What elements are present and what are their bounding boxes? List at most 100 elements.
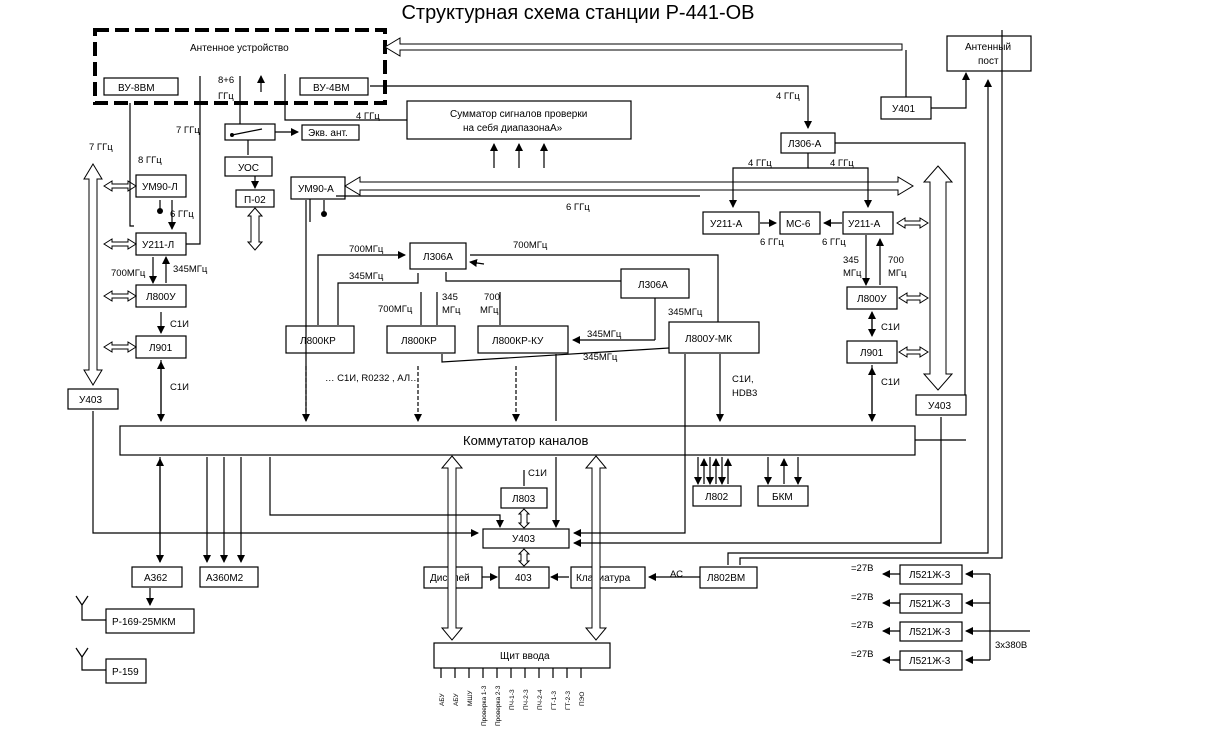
l521-1-label: Л521Ж-3: [909, 570, 951, 581]
pin-label: ПЧ-1-3: [509, 689, 516, 710]
u403-left-block: [67, 388, 119, 410]
pin-label: ГТ-2-3: [565, 691, 572, 710]
u211a-left-block: [702, 211, 760, 235]
bkm-label: БКМ: [772, 492, 793, 503]
label-345-e: 345МГц: [587, 329, 622, 340]
b403-label: 403: [515, 573, 532, 584]
a360m2-label: А360М2: [206, 573, 244, 584]
bus-keyboard-shchit: [584, 455, 608, 641]
l800kr-ku-block: [477, 325, 569, 354]
label-27v-3: =27В: [851, 620, 873, 631]
pin-label: МШУ: [467, 690, 474, 706]
shchit-pin-labels: АБУ АБУ МШУ Проверка 1-3 Проверка 2-3 ПЧ…: [439, 685, 586, 726]
bus-l800u-right: [898, 292, 929, 304]
bus-u211l: [103, 238, 137, 250]
pin-label: ПЧ-2-3: [523, 689, 530, 710]
b403-block: [498, 566, 550, 589]
l521-3-label: Л521Ж-3: [909, 627, 951, 638]
pin-label: ГТ-1-3: [551, 691, 558, 710]
u403-right-label: У403: [928, 401, 951, 412]
label-signal-list: … С1И, R0232 , АЛ…: [325, 373, 420, 384]
r159-block: [105, 658, 147, 684]
ekv-ant-block: [301, 124, 360, 141]
connection-lines: [75, 30, 1030, 678]
label-700-a: 700МГц: [111, 268, 146, 279]
label-mgc-e: МГц: [480, 305, 499, 316]
u403-left-label: У403: [79, 395, 102, 406]
pin-label: Проверка 1-3: [481, 685, 488, 726]
label-mgc-c: МГц: [442, 305, 461, 316]
uos-label: УОС: [238, 163, 259, 174]
antenna-post-block: [946, 35, 1032, 72]
label-c1i-hdb3-1: С1И,: [732, 374, 754, 385]
l306a-right-label: Л306А: [638, 280, 668, 291]
u211a-right-block: [842, 211, 894, 235]
shchit-block: [433, 642, 611, 669]
label-6ghz-b: 6 ГГц: [566, 202, 590, 213]
u403-center-label: У403: [512, 534, 535, 545]
bus-6ghz: [344, 176, 914, 196]
ekv-ant-label: Экв. ант.: [308, 128, 348, 139]
l800u-left-label: Л800У: [146, 292, 176, 303]
bus-l803-u403: [517, 508, 531, 529]
label-3x380: 3х380В: [995, 640, 1027, 651]
label-4ghz-c: 4 ГГц: [748, 158, 772, 169]
bus-left-vertical: [83, 163, 103, 386]
keyboard-label: Клавиатура: [576, 573, 631, 584]
bkm-block: [757, 485, 809, 507]
u403-center-block: [482, 528, 570, 549]
label-c1i-c: С1И: [881, 322, 900, 333]
label-345-f: 345МГц: [583, 352, 618, 363]
l800u-mk-block: [668, 321, 760, 354]
l901-right-block: [846, 340, 898, 364]
mc6-label: МС-6: [786, 219, 811, 230]
bus-l901-left: [103, 341, 137, 353]
label-345-a: 345МГц: [173, 264, 208, 275]
label-f-8-6: 8+6: [218, 75, 234, 86]
l802-label: Л802: [705, 492, 729, 503]
antenna-post-label-2: пост: [978, 56, 999, 67]
label-c1i-d: С1И: [881, 377, 900, 388]
label-345-c: 345: [442, 292, 458, 303]
bus-right-vertical: [922, 165, 954, 391]
u403-right-block: [915, 394, 967, 416]
commutator-label: Коммутатор каналов: [463, 433, 589, 448]
label-345-d: 345МГц: [668, 307, 703, 318]
label-mgc-h: МГц: [888, 268, 907, 279]
summator-label-1: Сумматор сигналов проверки: [450, 109, 587, 120]
label-6ghz-d: 6 ГГц: [822, 237, 846, 248]
r159-label: Р-159: [112, 667, 139, 678]
p02-label: П-02: [244, 195, 266, 206]
label-345-b: 345МГц: [349, 271, 384, 282]
bus-antenna-top: [384, 37, 903, 57]
label-mgc-g: МГц: [843, 268, 862, 279]
l800u-right-block: [846, 286, 898, 310]
bus-l800u-left: [103, 290, 137, 302]
l802vm-label: Л802ВМ: [707, 573, 745, 584]
l901-left-label: Л901: [149, 343, 173, 354]
diagram-title: Структурная схема станции Р-441-ОВ: [401, 2, 755, 24]
label-27v-2: =27В: [851, 592, 873, 603]
label-c1i-b: С1И: [170, 382, 189, 393]
label-8ghz-a: 8 ГГц: [138, 155, 162, 166]
um90l-label: УМ90-Л: [142, 182, 178, 193]
label-4ghz-a: 4 ГГц: [356, 111, 380, 122]
shchit-label: Щит ввода: [500, 651, 550, 662]
label-27v-4: =27В: [851, 649, 873, 660]
bus-u403-403: [517, 548, 531, 567]
bus-p02: [246, 207, 264, 251]
label-c1i-a: С1И: [170, 319, 189, 330]
bus-u211a-right: [896, 217, 929, 229]
r169-block: [105, 608, 195, 634]
label-700-h: 700: [888, 255, 904, 266]
uos-block: [224, 156, 273, 177]
label-700-c: 700МГц: [513, 240, 548, 251]
l802-block: [692, 485, 742, 507]
bus-l901-right: [898, 346, 929, 358]
keyboard-block: [570, 566, 646, 589]
label-ac: АС: [670, 569, 683, 580]
mc6-block: [779, 211, 821, 235]
l800u-mk-label: Л800У-МК: [685, 334, 732, 345]
l306a-top-right-label: Л306-А: [788, 139, 822, 150]
